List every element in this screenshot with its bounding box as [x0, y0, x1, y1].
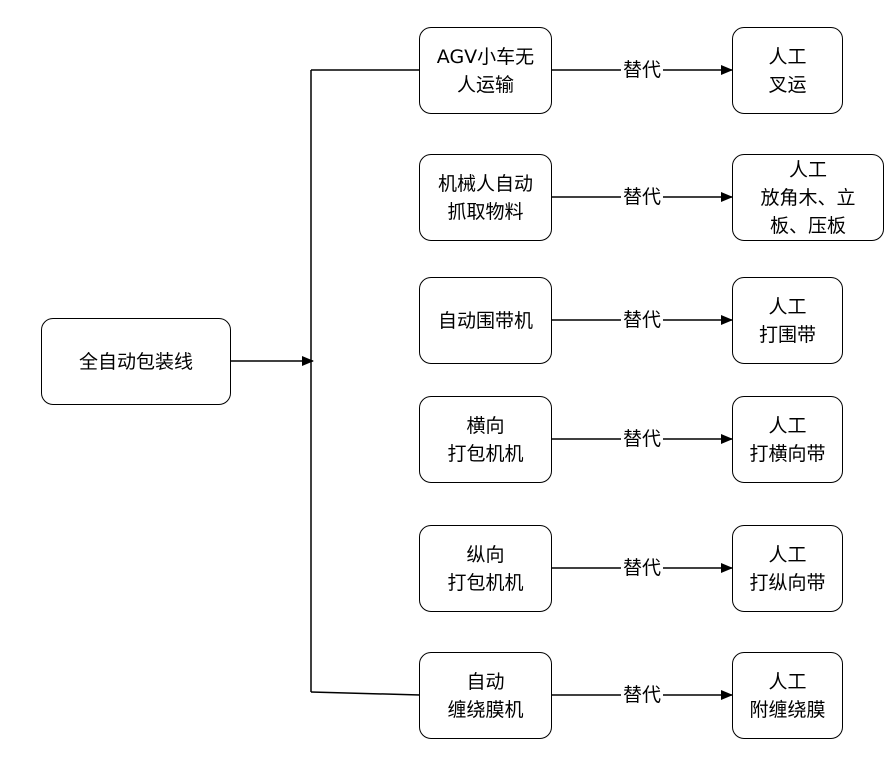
- bus-to-last-machine-line: [310, 691, 421, 696]
- relation-label: 替代: [620, 308, 664, 332]
- manual-node-line: 板、压板: [769, 214, 846, 237]
- machine-node-horizontal-strapper: 横向 打包机机: [419, 396, 552, 483]
- machine-node-robot: 机械人自动 抓取物料: [419, 154, 552, 241]
- relation-label: 替代: [620, 427, 664, 451]
- machine-node-wrapper: 自动 缠绕膜机: [419, 652, 552, 739]
- manual-node-horizontal-strap: 人工 打横向带: [732, 396, 843, 483]
- relation-label: 替代: [620, 185, 664, 209]
- manual-node-line: 打围带: [758, 323, 816, 346]
- relation-label: 替代: [620, 683, 664, 707]
- machine-node-line: 机械人自动: [437, 172, 533, 195]
- manual-node-placement: 人工 放角木、立 板、压板: [732, 154, 884, 241]
- machine-node-agv: AGV小车无 人运输: [419, 27, 552, 114]
- machine-node-line: 缠绕膜机: [447, 698, 524, 721]
- machine-node-line: AGV小车无: [436, 45, 535, 68]
- manual-node-line: 打纵向带: [749, 571, 826, 594]
- manual-node-line: 叉运: [768, 73, 807, 96]
- manual-node-line: 人工: [768, 670, 807, 693]
- manual-node-line: 人工: [768, 414, 807, 437]
- manual-node-line: 人工: [788, 158, 827, 181]
- manual-node-line: 附缠绕膜: [749, 698, 826, 721]
- machine-node-line: 打包机机: [447, 571, 524, 594]
- root-node: 全自动包装线: [41, 318, 231, 405]
- manual-node-line: 人工: [768, 295, 807, 318]
- machine-node-line: 自动: [466, 670, 505, 693]
- root-node-label: 全自动包装线: [78, 350, 193, 373]
- manual-node-banding: 人工 打围带: [732, 277, 843, 364]
- manual-node-line: 人工: [768, 45, 807, 68]
- machine-node-line: 人运输: [456, 73, 514, 96]
- machine-node-line: 自动围带机: [437, 309, 533, 332]
- relation-label: 替代: [620, 58, 664, 82]
- machine-node-banding: 自动围带机: [419, 277, 552, 364]
- machine-node-line: 抓取物料: [447, 200, 524, 223]
- manual-node-line: 放角木、立: [760, 186, 856, 209]
- relation-label: 替代: [620, 556, 664, 580]
- manual-node-forklift: 人工 叉运: [732, 27, 843, 114]
- machine-node-line: 横向: [466, 414, 505, 437]
- manual-node-line: 人工: [768, 543, 807, 566]
- machine-node-line: 打包机机: [447, 442, 524, 465]
- manual-node-line: 打横向带: [749, 442, 826, 465]
- machine-node-line: 纵向: [466, 543, 505, 566]
- manual-node-wrap: 人工 附缠绕膜: [732, 652, 843, 739]
- machine-node-vertical-strapper: 纵向 打包机机: [419, 525, 552, 612]
- manual-node-vertical-strap: 人工 打纵向带: [732, 525, 843, 612]
